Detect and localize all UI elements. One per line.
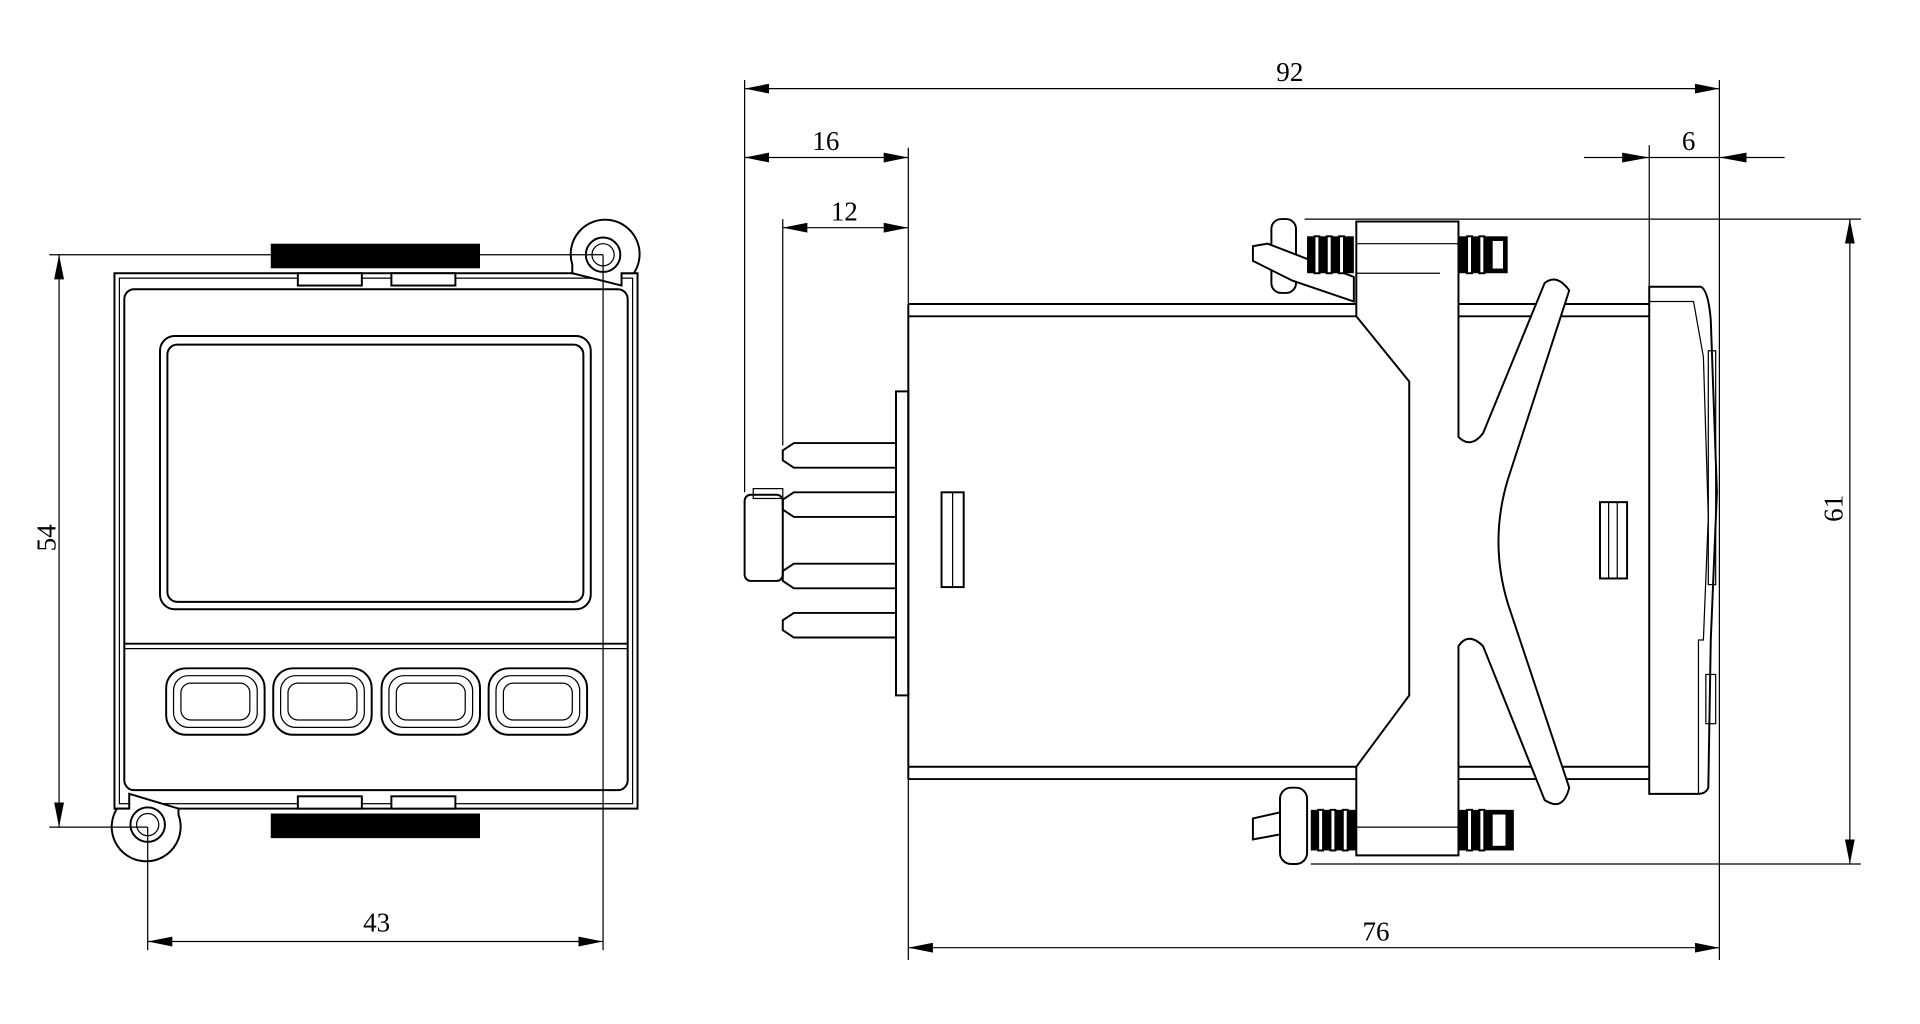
key-button bbox=[165, 667, 266, 736]
dimension-label-width: 43 bbox=[363, 908, 390, 938]
side-view: 92 16 12 6 61 76 bbox=[743, 57, 1861, 960]
side-slot bbox=[1599, 501, 1629, 580]
key-button bbox=[380, 667, 481, 736]
keypad bbox=[165, 667, 589, 736]
mounting-ear-top bbox=[569, 218, 641, 287]
mounting-bracket bbox=[1355, 220, 1571, 857]
clamp-screw-top bbox=[1251, 218, 1508, 303]
display-window bbox=[159, 335, 592, 611]
connector-pins bbox=[781, 442, 896, 639]
side-bezel bbox=[1648, 285, 1718, 795]
clamp-screw-bottom bbox=[1251, 786, 1514, 865]
front-view: 54 43 bbox=[31, 218, 641, 951]
dimension-label-height: 54 bbox=[31, 524, 61, 552]
key-button bbox=[272, 667, 373, 736]
dimension-label-bracket-height: 61 bbox=[1818, 495, 1848, 522]
rear-flange bbox=[895, 390, 910, 697]
key-button bbox=[487, 667, 589, 736]
front-bezel bbox=[123, 288, 629, 792]
dimension-label-body-depth: 76 bbox=[1362, 916, 1389, 946]
dimension-label-pin-to-panel: 16 bbox=[812, 126, 839, 156]
top-clip bbox=[270, 243, 480, 269]
dimension-label-bezel-depth: 6 bbox=[1682, 126, 1696, 156]
dimension-label-overall-length: 92 bbox=[1276, 57, 1303, 87]
bottom-clip bbox=[270, 813, 480, 839]
front-housing bbox=[113, 272, 639, 810]
connector-block bbox=[743, 493, 784, 582]
dimension-label-pin-length: 12 bbox=[831, 196, 858, 226]
